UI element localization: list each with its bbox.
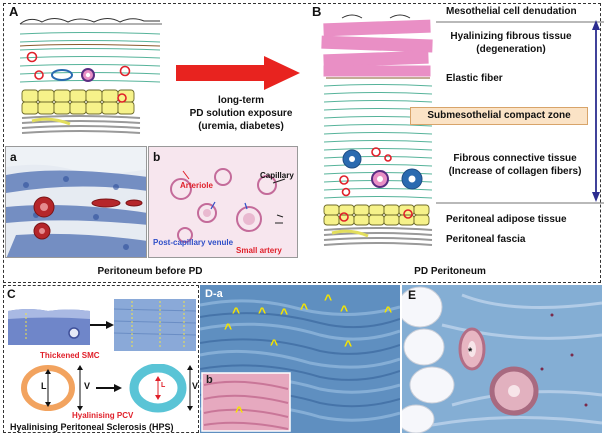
- panel-c-vessel-diagram: [21, 364, 193, 413]
- arrowhead-indicator: ^: [232, 304, 241, 320]
- micrograph-b-image: [149, 147, 297, 257]
- label-adipose-tissue: Peritoneal adipose tissue: [446, 214, 567, 225]
- arrowhead-indicator: ^: [280, 305, 289, 321]
- panel-letter-b: b: [153, 150, 161, 164]
- panel-d-image: [200, 285, 400, 433]
- panel-letter-a: a: [10, 150, 17, 164]
- arrowhead-indicator: ^: [340, 302, 349, 318]
- top-panel-border: [3, 3, 601, 283]
- label-hyalinising-pcv: Hyalinising PCV: [72, 411, 134, 420]
- panel-e-micrograph: [402, 285, 602, 433]
- label-small-artery: Small artery: [236, 246, 282, 255]
- arrowhead-indicator: ^: [344, 337, 353, 353]
- label-submesothelial-zone: Submesothelial compact zone: [427, 110, 571, 121]
- arrowhead-indicator: ^: [270, 336, 279, 352]
- caption-pd-peritoneum: PD Peritoneum: [414, 266, 486, 277]
- exposure-text-line3: (uremia, diabetes): [198, 121, 284, 132]
- panel-letter-A: A: [9, 4, 19, 19]
- label-L-left: L: [41, 381, 47, 391]
- panel-letter-E: E: [408, 288, 417, 302]
- panel-letter-D-b: b: [206, 374, 213, 386]
- micrograph-a-image: [6, 147, 146, 257]
- long-term-exposure-arrow: [176, 56, 300, 90]
- label-V-right: V: [192, 381, 199, 391]
- label-L-right: L: [161, 382, 166, 389]
- label-hyalinizing-line2: (degeneration): [476, 44, 546, 55]
- arrowhead-indicator: ^: [300, 300, 309, 316]
- label-post-capillary-venule: Post-capillary venule: [153, 238, 234, 247]
- label-hps: Hyalinising Peritoneal Sclerosis (HPS): [10, 422, 174, 432]
- label-capillary: Capillary: [260, 171, 294, 180]
- exposure-text: long-term PD solution exposure (uremia, …: [186, 94, 296, 133]
- panel-c-border: [3, 285, 199, 433]
- micrograph-b: [148, 146, 298, 258]
- exposure-text-line2: PD solution exposure: [189, 108, 293, 119]
- label-thickened-smc: Thickened SMC: [40, 351, 100, 360]
- label-fibrous-connective: Fibrous connective tissue (Increase of c…: [440, 152, 590, 178]
- panel-c-histology: [8, 299, 196, 351]
- label-fibrous-line1: Fibrous connective tissue: [453, 153, 577, 164]
- micrograph-a: [5, 146, 147, 258]
- exposure-text-line1: long-term: [217, 95, 265, 106]
- label-elastic-fiber: Elastic fiber: [446, 73, 503, 84]
- arrowhead-indicator: ^: [258, 304, 267, 320]
- label-hyalinizing-line1: Hyalinizing fibrous tissue: [450, 31, 572, 42]
- panel-letter-B: B: [312, 4, 322, 19]
- arrowhead-indicator: ^: [384, 303, 393, 319]
- arrowhead-indicator: ^: [224, 320, 233, 336]
- label-V-left: V: [84, 381, 91, 391]
- panel-letter-C: C: [7, 287, 16, 301]
- arrowhead-indicator: ^: [324, 291, 333, 307]
- label-mesothelial-denudation: Mesothelial cell denudation: [446, 6, 577, 17]
- caption-before-pd: Peritoneum before PD: [97, 266, 203, 277]
- arrowhead-indicator: ^: [235, 403, 244, 419]
- asterisk-marker: *: [468, 346, 473, 358]
- panel-e-image: [402, 285, 602, 433]
- submesothelial-box: [410, 107, 588, 125]
- panel-letter-D-a: D-a: [205, 288, 223, 300]
- panel-b-schematic: [321, 14, 604, 246]
- label-arteriole: Arteriole: [180, 181, 213, 190]
- label-peritoneal-fascia: Peritoneal fascia: [446, 234, 526, 245]
- panel-a-schematic: [19, 18, 162, 134]
- label-hyalinizing: Hyalinizing fibrous tissue (degeneration…: [436, 30, 586, 56]
- panel-d-micrograph: [200, 285, 400, 433]
- label-fibrous-line2: (Increase of collagen fibers): [448, 166, 582, 177]
